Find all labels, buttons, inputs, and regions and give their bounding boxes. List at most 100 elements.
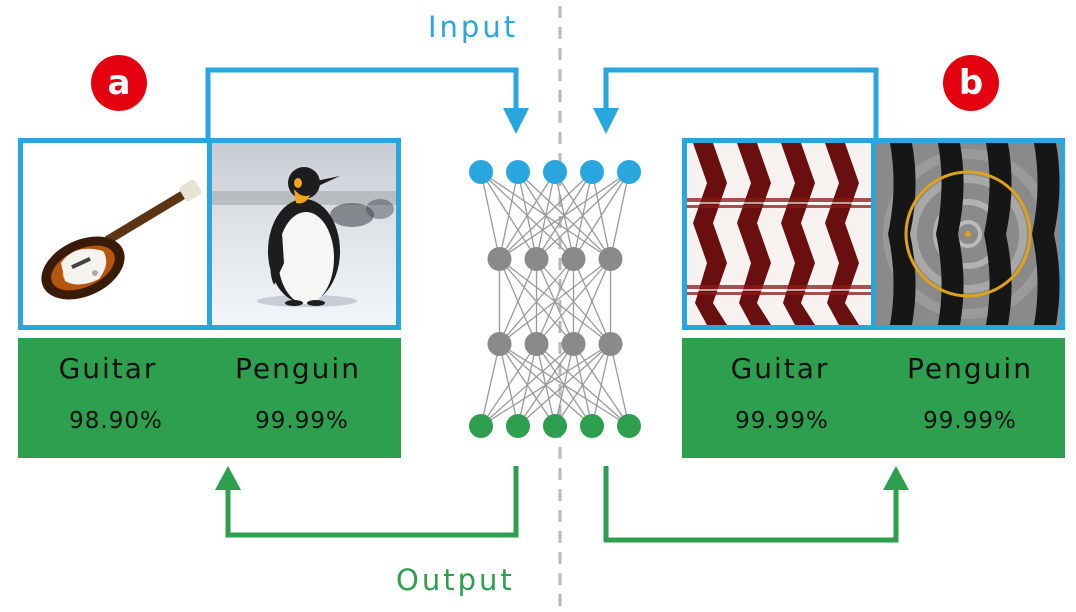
network-edge [609,171,630,260]
input-arrowhead-a [503,108,529,134]
network-node-hidden [524,332,549,356]
network-node-hidden [561,332,586,356]
network-edge [480,171,538,260]
input-title: Input [428,10,519,44]
network-node-input [543,160,567,184]
network-edge [480,343,538,427]
network-node-hidden [487,332,512,356]
network-node-output [617,414,641,438]
network-edge [499,258,611,345]
network-node-output [506,414,530,438]
network-edge [536,343,630,427]
network-edge [499,171,630,260]
result-a-label-0: Guitar [58,352,158,385]
network-edge [554,171,612,260]
output-arrowhead-a [215,466,241,490]
network-node-input [469,160,493,184]
badge-b: b [943,55,999,111]
network-edge [498,171,519,260]
network-edge [572,171,630,260]
result-b-confidence-1: 99.99% [923,408,1017,434]
result-b-label-1: Penguin [907,352,1033,385]
network-edge [498,258,538,345]
adversarial-ring-pattern-image [876,143,1060,325]
network-edge [499,343,593,427]
network-node-input [506,160,530,184]
badge-a: a [91,55,147,111]
network-edge [517,171,611,260]
network-edge [499,258,574,345]
network-node-hidden [598,332,623,356]
network-edge [480,343,574,427]
results-panel-b [682,338,1065,458]
network-edge [480,171,611,260]
network-edge [572,343,593,427]
network-edge [535,258,575,345]
network-edge [499,171,593,260]
ring-pattern-frame [871,138,1065,330]
result-a-confidence-0: 98.90% [69,408,163,434]
network-edge [554,343,575,427]
network-edge [572,258,612,345]
network-node-output [469,414,493,438]
network-edge [517,171,575,260]
input-arrow-b [603,67,879,138]
network-edge [499,258,611,345]
guitar-image [23,143,207,325]
network-edge [535,343,593,427]
stripe-pattern-frame [682,138,876,330]
network-edge [517,343,611,427]
network-node-input [580,160,604,184]
network-edge [535,171,556,260]
result-b-confidence-0: 99.99% [735,408,829,434]
network-edge [591,343,612,427]
network-node-input [617,160,641,184]
network-edge [498,258,538,345]
output-title: Output [396,563,515,597]
adversarial-stripe-pattern-image [687,143,871,325]
network-edge [536,258,611,345]
network-node-output [580,414,604,438]
network-edge [499,343,630,427]
network-edge [499,258,574,345]
network-edge [480,171,501,260]
penguin-image-frame [207,138,401,330]
network-node-hidden [561,247,586,271]
network-edge [535,258,575,345]
network-edge [536,171,630,260]
network-edge [480,171,574,260]
network-edge [498,343,519,427]
network-node-output [543,414,567,438]
network-edge [517,343,538,427]
network-edge [554,171,575,260]
network-edge [535,171,593,260]
network-edge [517,343,575,427]
network-node-hidden [598,247,623,271]
result-b-label-0: Guitar [730,352,830,385]
network-edge [536,258,611,345]
input-arrowhead-b [593,108,619,134]
output-arrowhead-b [883,466,909,490]
network-edge [517,171,538,260]
input-arrow-a [205,67,519,138]
result-a-label-1: Penguin [235,352,361,385]
network-edge [480,343,611,427]
network-edge [572,171,593,260]
penguin-image [212,143,396,325]
network-node-hidden [524,247,549,271]
network-edge [554,343,612,427]
network-edge [591,171,612,260]
results-panel-a [18,338,401,458]
guitar-image-frame [18,138,212,330]
network-edge [480,343,501,427]
result-a-confidence-1: 99.99% [255,408,349,434]
network-edge [572,343,630,427]
output-arrow-b [603,466,899,543]
network-edge [572,258,612,345]
network-edge [498,171,556,260]
network-edge [609,343,630,427]
network-edge [535,343,556,427]
output-arrow-a [225,466,519,538]
network-edge [498,343,556,427]
